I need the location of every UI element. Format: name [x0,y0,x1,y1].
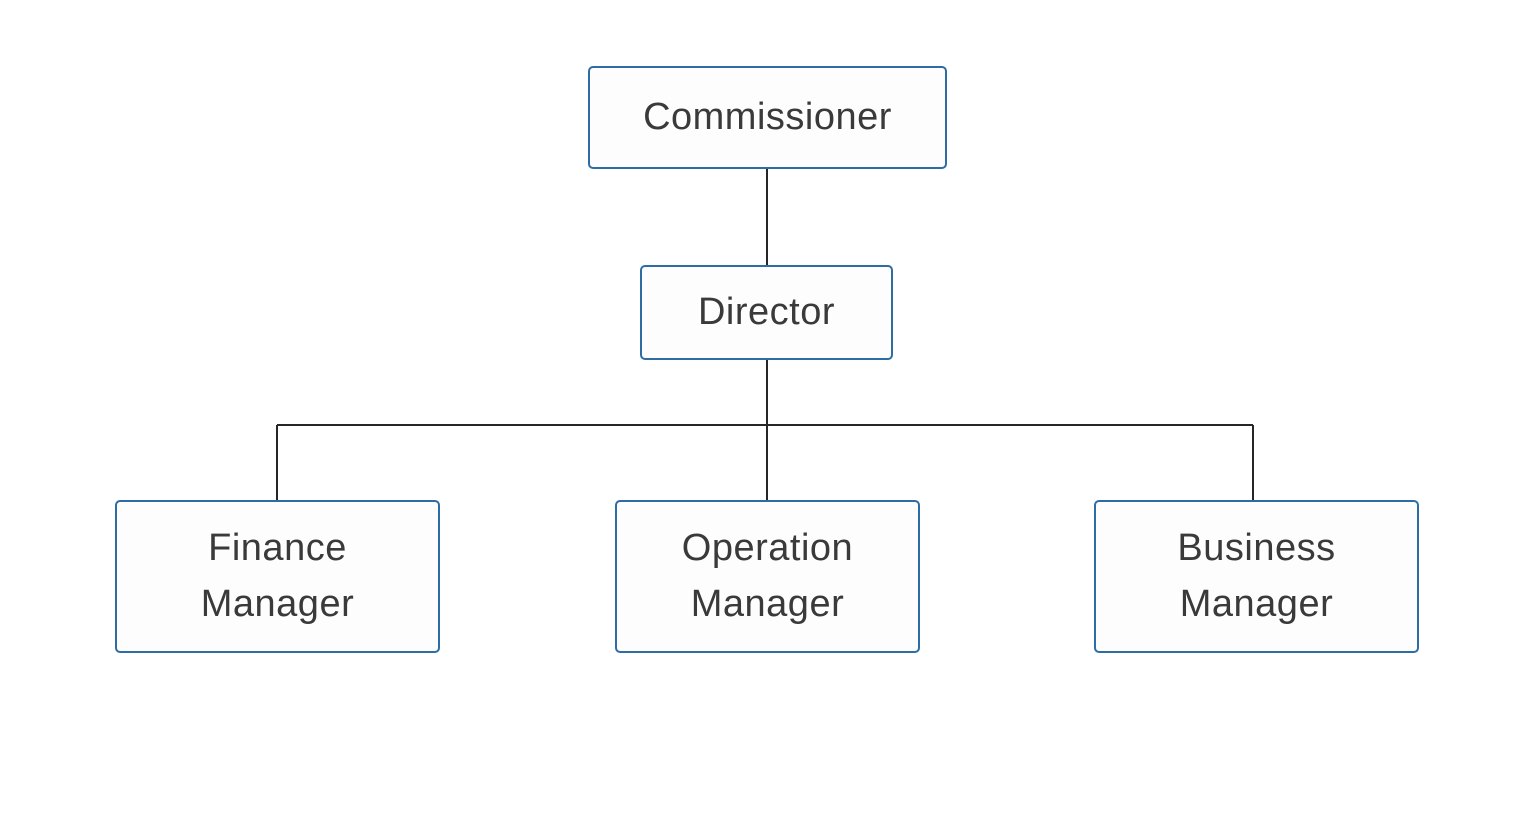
org-node-director: Director [640,265,893,360]
org-node-label: Business Manager [1177,527,1336,625]
org-node-label: Commissioner [643,95,892,138]
org-node-business-manager: Business Manager [1094,500,1419,653]
org-node-commissioner: Commissioner [588,66,947,169]
org-node-label: Operation Manager [681,527,854,625]
org-node-label: Finance Manager [200,527,355,625]
org-node-finance-manager: Finance Manager [115,500,440,653]
org-node-label: Director [697,290,836,333]
org-node-operation-manager: Operation Manager [615,500,920,653]
